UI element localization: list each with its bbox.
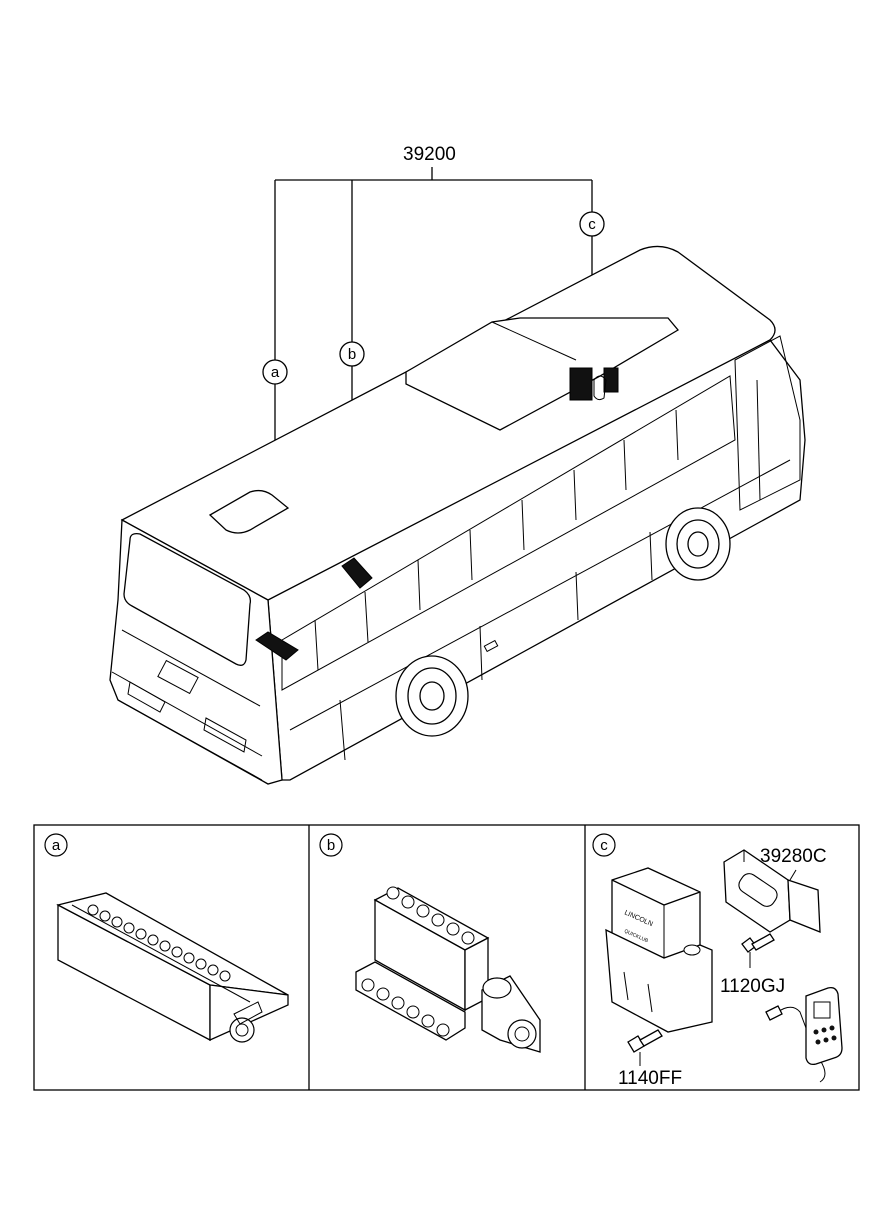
panel-c-letter: c [600,837,608,854]
lube-pump-module: LINCOLN QUICKLUB [605,867,713,1033]
front-wheel [665,507,731,581]
mounting-bracket [723,849,821,933]
rear-wheel [395,655,469,737]
injector-block-a [56,892,289,1043]
license-plate [157,659,199,695]
rear-roof-hatch [208,489,290,534]
rear-window [123,532,252,666]
callout-c[interactable]: c [579,211,605,237]
part-number-39200[interactable]: 39200 [403,144,456,165]
detail-panel-a: a [44,833,289,1043]
component-a-marker [255,631,299,661]
remote-controller [765,986,843,1083]
detail-panel-c: c LINCOLN QUICKLUB 39280C 112 [592,833,843,1089]
callout-b-label: b [348,346,356,363]
roof-ac-unit [405,317,679,431]
part-number-1140FF[interactable]: 1140FF [618,1068,682,1089]
injector-block-b [355,886,541,1053]
part-number-1120GJ[interactable]: 1120GJ [720,976,785,997]
component-b-marker [341,557,373,589]
bolt-1120GJ-icon [741,933,775,953]
detail-panel-b: b [319,833,541,1053]
part-number-39280C[interactable]: 39280C [760,846,827,867]
bus-illustration [109,245,806,785]
callout-c-label: c [588,216,596,233]
callout-a-label: a [271,364,280,381]
detail-panels-frame [33,824,860,1091]
bolt-1140FF-icon [627,1029,663,1053]
callout-a[interactable]: a [262,359,288,385]
component-c-marker [569,367,593,401]
callout-b[interactable]: b [339,341,365,367]
panel-b-letter: b [327,837,335,854]
panel-a-letter: a [52,837,61,854]
